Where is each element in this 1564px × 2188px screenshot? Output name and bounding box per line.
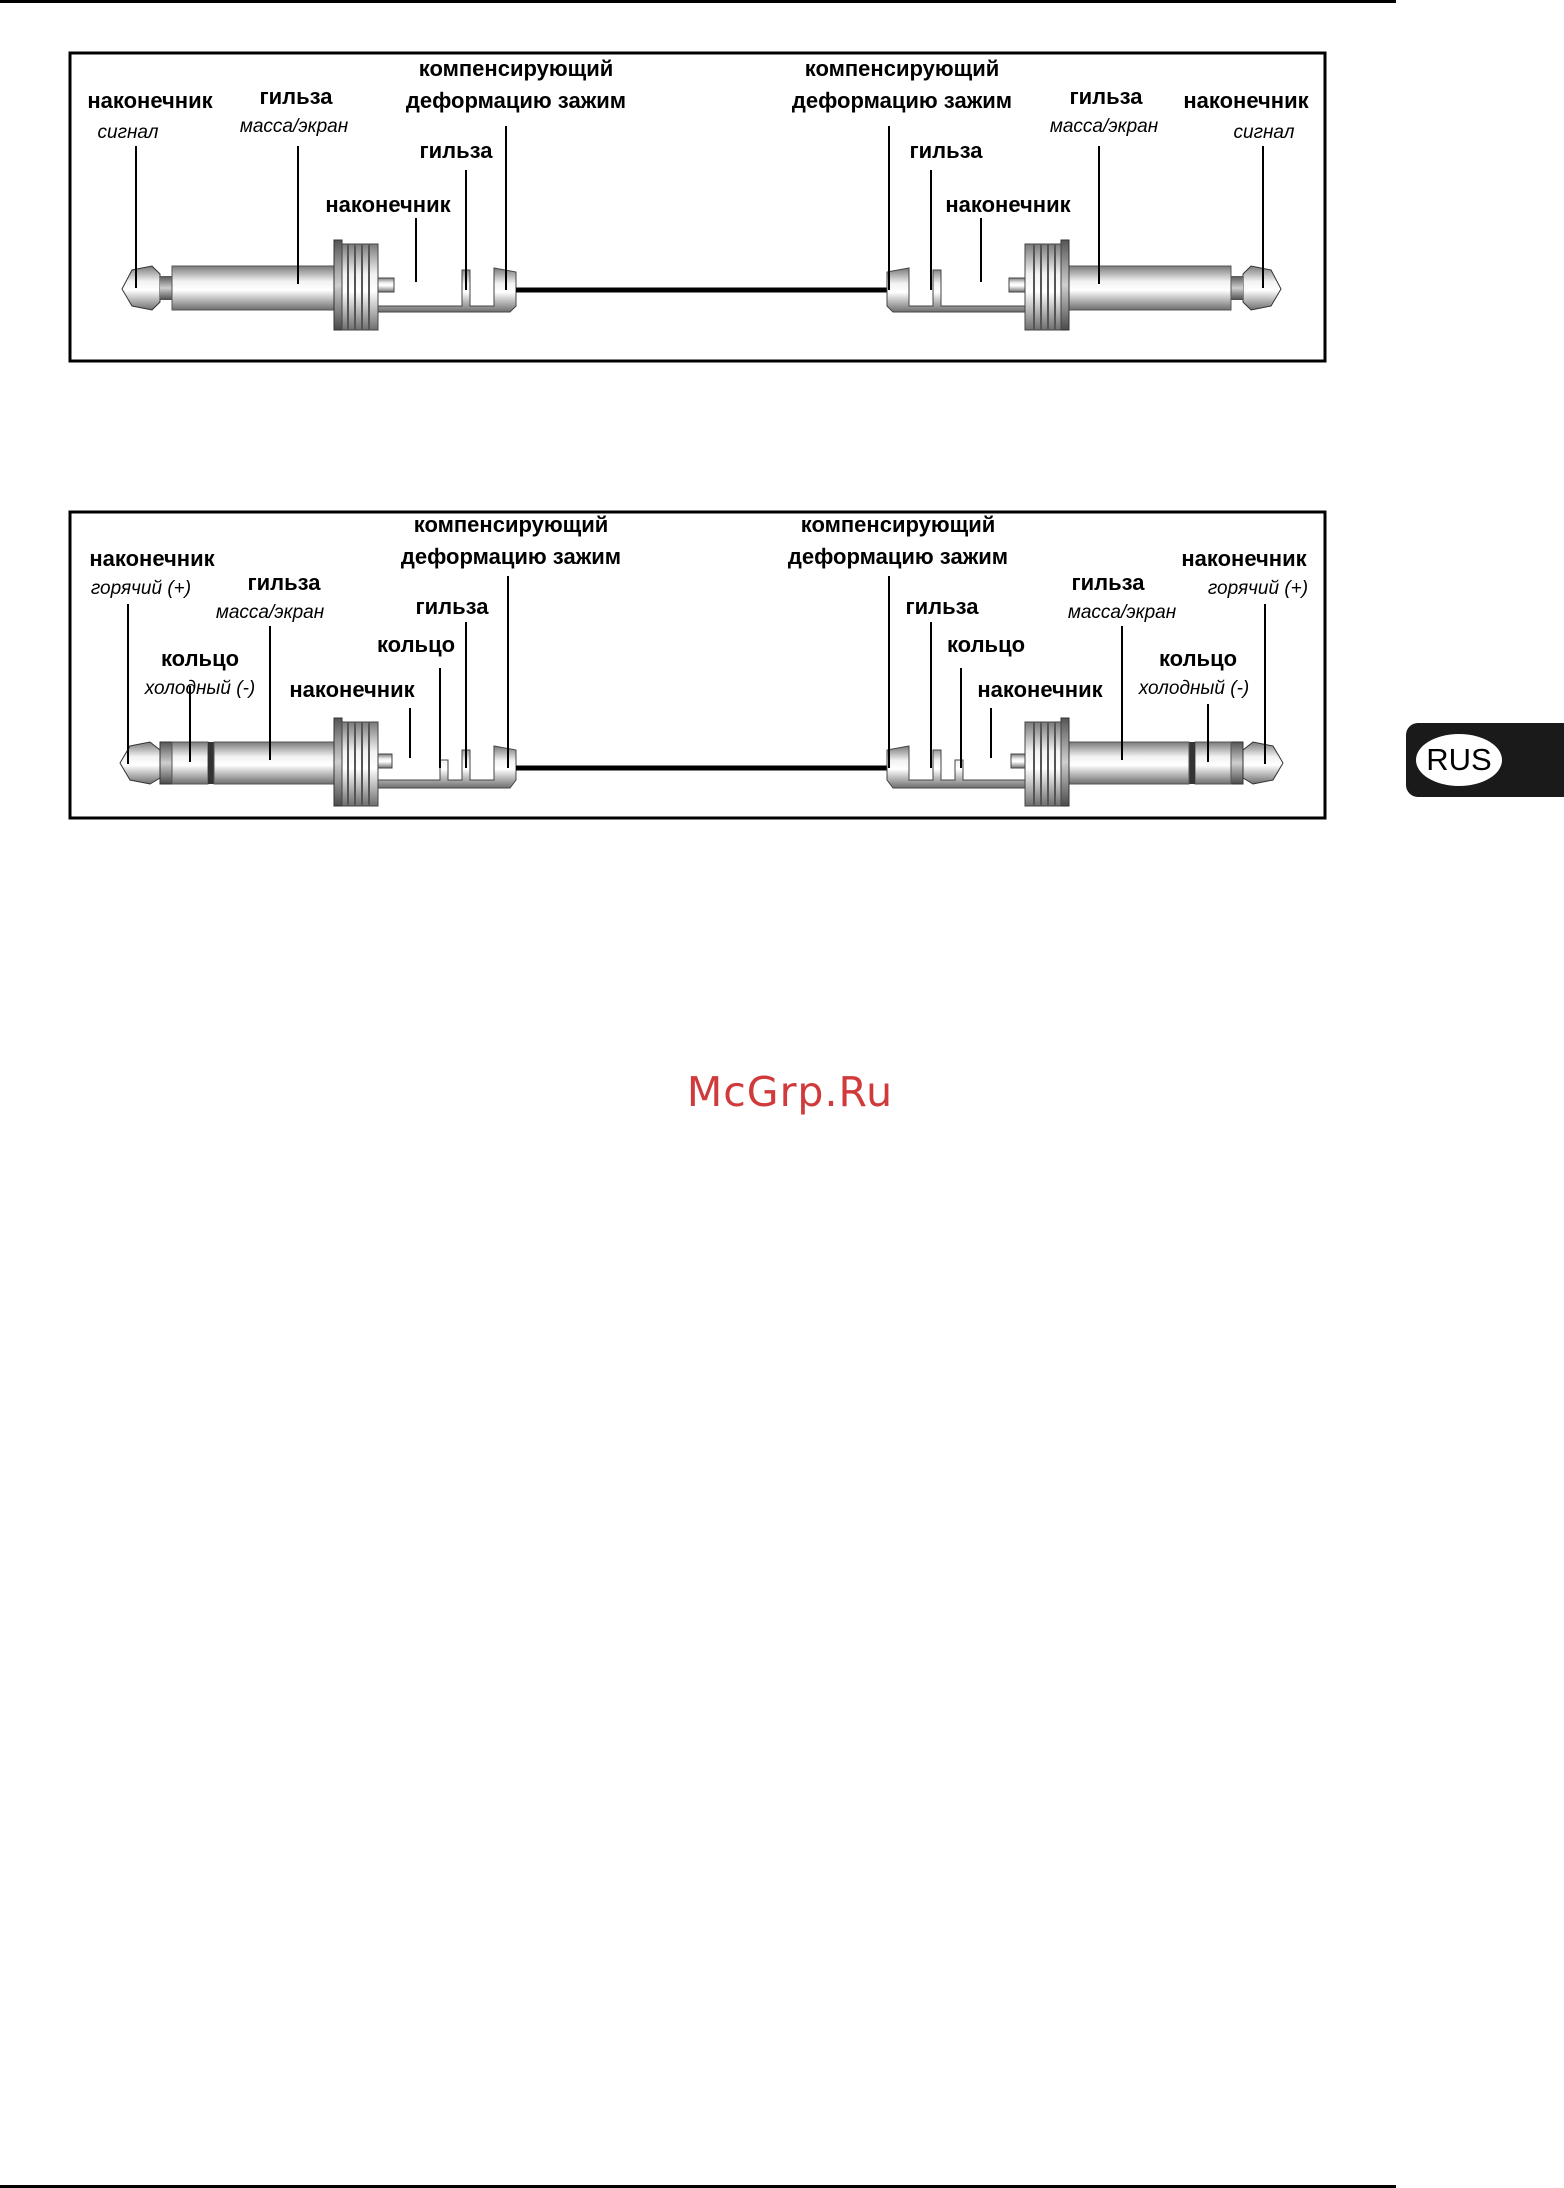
right-clamp-label-line1: компенсирующий bbox=[805, 56, 1000, 81]
right-ring-label: кольцо bbox=[1159, 646, 1237, 671]
leader-lines bbox=[135, 126, 1264, 290]
right-plug bbox=[886, 239, 1282, 331]
plug-tip bbox=[121, 265, 161, 311]
right-ring-sub: холодный (-) bbox=[1138, 678, 1249, 699]
plug-tip bbox=[119, 741, 161, 785]
right-sleeve-label: гильза bbox=[1069, 84, 1143, 109]
left-inner-ring-label: кольцо bbox=[377, 632, 455, 657]
leader-lines bbox=[127, 576, 1266, 768]
left-clamp-label-line2: деформацию зажим bbox=[406, 88, 626, 113]
plug-flange bbox=[333, 717, 343, 807]
plug-clamp bbox=[377, 267, 517, 313]
right-tip-label: наконечник bbox=[1181, 546, 1307, 571]
right-sleeve-sub: масса/экран bbox=[1050, 116, 1159, 137]
left-sleeve-sub: масса/экран bbox=[240, 116, 349, 137]
right-clamp-label-line2: деформацию зажим bbox=[788, 544, 1008, 569]
left-tip-label: наконечник bbox=[87, 88, 213, 113]
mono-cable-diagram: наконечник гильза компенсирующий деформа… bbox=[68, 51, 1327, 363]
left-ring-label: кольцо bbox=[161, 646, 239, 671]
right-clamp-label-line2: деформацию зажим bbox=[792, 88, 1012, 113]
left-inner-sleeve-label: гильза bbox=[415, 594, 489, 619]
left-tip-label: наконечник bbox=[89, 546, 215, 571]
left-clamp-label-line2: деформацию зажим bbox=[401, 544, 621, 569]
left-tip-sub: горячий (+) bbox=[91, 578, 191, 599]
left-clamp-label-line1: компенсирующий bbox=[419, 56, 614, 81]
left-sleeve-label: гильза bbox=[259, 84, 333, 109]
diagram-frame bbox=[68, 51, 1327, 363]
right-inner-ring-label: кольцо bbox=[947, 632, 1025, 657]
left-ring-sub: холодный (-) bbox=[144, 678, 255, 699]
bottom-rule bbox=[0, 2185, 1396, 2188]
right-sleeve-sub: масса/экран bbox=[1068, 602, 1177, 623]
left-sleeve-sub: масса/экран bbox=[216, 602, 325, 623]
left-inner-tip-label: наконечник bbox=[289, 677, 415, 702]
plug-inner-tip bbox=[377, 753, 393, 769]
plug-sleeve bbox=[213, 741, 335, 785]
right-tip-sub: сигнал bbox=[1234, 122, 1295, 143]
right-tip-sub: горячий (+) bbox=[1208, 578, 1308, 599]
watermark: McGrp.Ru bbox=[686, 1068, 894, 1116]
right-sleeve-label: гильза bbox=[1071, 570, 1145, 595]
right-inner-sleeve-label: гильза bbox=[905, 594, 979, 619]
right-inner-sleeve-label: гильза bbox=[909, 138, 983, 163]
right-clamp-label-line1: компенсирующий bbox=[801, 512, 996, 537]
plug-insulator bbox=[208, 742, 214, 784]
left-inner-sleeve-label: гильза bbox=[419, 138, 493, 163]
left-plug bbox=[121, 239, 517, 331]
plug-flange bbox=[333, 239, 343, 331]
plug-neck bbox=[160, 276, 172, 300]
right-inner-tip-label: наконечник bbox=[945, 192, 1071, 217]
right-plug bbox=[886, 717, 1284, 807]
right-tip-label: наконечник bbox=[1183, 88, 1309, 113]
left-inner-tip-label: наконечник bbox=[325, 192, 451, 217]
plug-sleeve bbox=[171, 265, 335, 311]
left-tip-sub: сигнал bbox=[98, 122, 159, 143]
plug-ring bbox=[159, 741, 173, 785]
left-sleeve-label: гильза bbox=[247, 570, 321, 595]
left-clamp-label-line1: компенсирующий bbox=[414, 512, 609, 537]
stereo-cable-diagram: наконечник гильза компенсирующий деформа… bbox=[68, 510, 1327, 820]
plug-inner-tip bbox=[377, 277, 395, 293]
left-plug bbox=[119, 717, 517, 807]
top-rule bbox=[0, 0, 1396, 3]
diagram-frame bbox=[68, 510, 1327, 820]
plug-clamp bbox=[377, 745, 517, 789]
language-tab-label: RUS bbox=[1416, 734, 1502, 786]
right-inner-tip-label: наконечник bbox=[977, 677, 1103, 702]
